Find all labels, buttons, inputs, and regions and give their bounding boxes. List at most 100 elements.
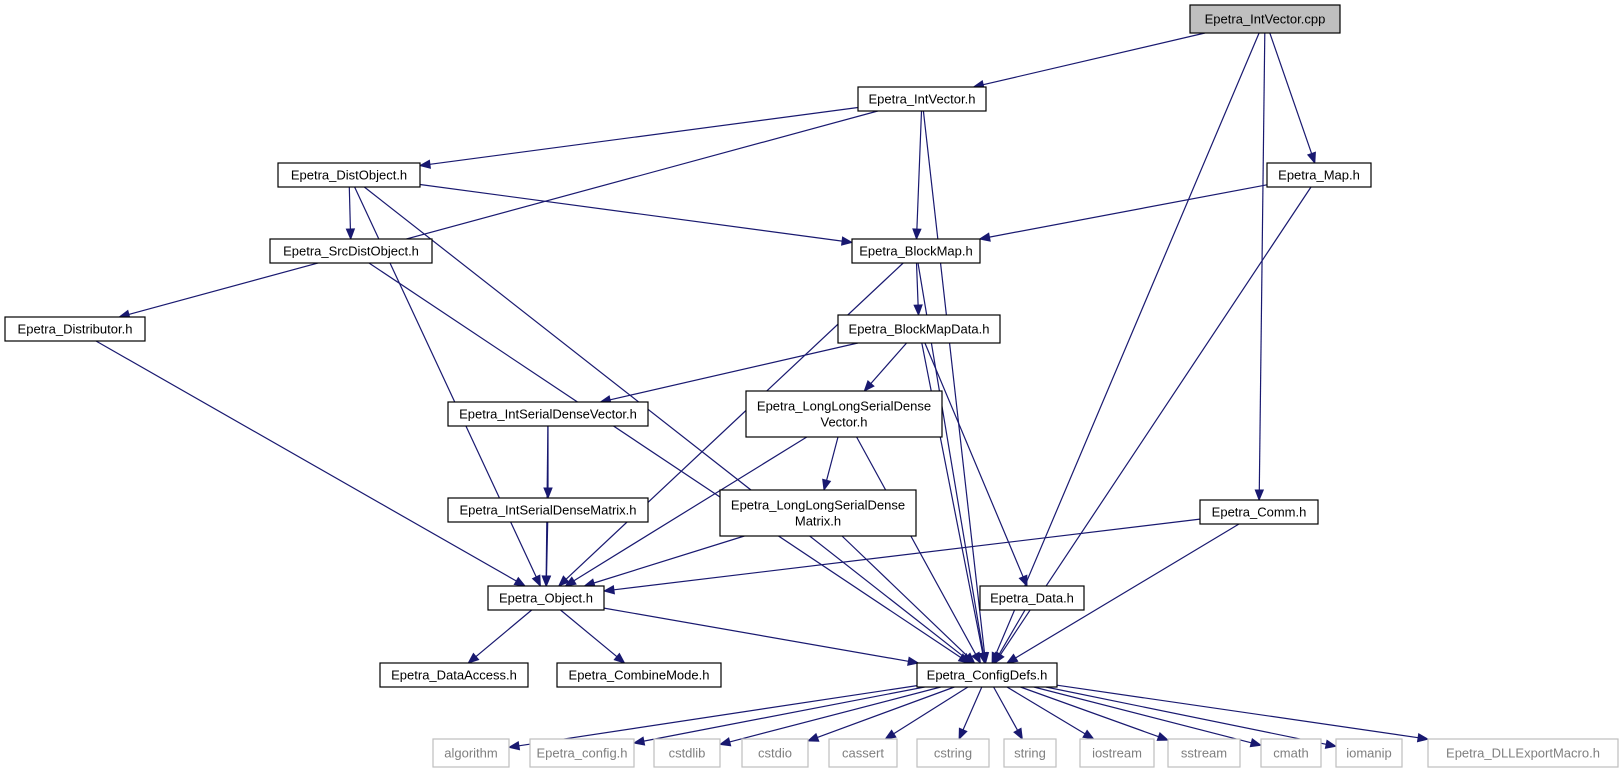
edge-ivh-to-bmap	[912, 110, 923, 241]
edge-line	[993, 686, 1019, 731]
node-cfg[interactable]: Epetra_ConfigDefs.h	[916, 662, 1058, 688]
edge-dist-to-bmap	[419, 183, 854, 246]
node-ivh[interactable]: Epetra_IntVector.h	[857, 86, 987, 112]
node-dist[interactable]: Epetra_DistObject.h	[277, 162, 421, 188]
edge-cfg-to-alg	[507, 685, 918, 751]
edge-line	[989, 184, 1268, 238]
arrowhead	[467, 652, 480, 664]
edge-line	[998, 609, 1026, 655]
node-distr[interactable]: Epetra_Distributor.h	[4, 316, 146, 342]
arrowhead	[543, 487, 553, 500]
node-label: Epetra_BlockMapData.h	[849, 322, 990, 337]
arrowhead	[718, 737, 732, 747]
edge-obj-to-cm	[560, 609, 626, 664]
arrowhead	[1249, 738, 1263, 748]
graph-nodes: Epetra_IntVector.cppEpetra_IntVector.hEp…	[4, 4, 1619, 768]
node-bmap[interactable]: Epetra_BlockMap.h	[851, 238, 981, 264]
edge-line	[475, 609, 533, 658]
node-sstream: sstream	[1167, 738, 1241, 768]
edge-line	[1015, 523, 1240, 659]
arrowhead	[884, 729, 897, 740]
node-label: iostream	[1092, 746, 1142, 761]
edge-line	[128, 110, 878, 315]
node-iomanip: iomanip	[1335, 738, 1403, 768]
edge-llsdv-to-llsdm	[822, 436, 839, 492]
node-label: Epetra_DLLExportMacro.h	[1446, 746, 1600, 761]
node-box	[1079, 738, 1155, 768]
node-box	[1427, 738, 1619, 768]
node-label: Epetra_IntVector.cpp	[1205, 12, 1326, 27]
edge-cfg-to-iostream	[1006, 686, 1095, 740]
edge-cfg-to-cassert	[884, 686, 969, 740]
node-mapH[interactable]: Epetra_Map.h	[1266, 162, 1372, 188]
edge-cfg-to-string	[993, 686, 1023, 741]
arrowhead	[841, 236, 854, 246]
arrowhead	[1324, 739, 1338, 749]
node-data[interactable]: Epetra_Data.h	[979, 585, 1085, 611]
node-box	[851, 238, 981, 264]
edge-line	[560, 609, 618, 658]
node-box	[1167, 738, 1241, 768]
arrowhead	[1254, 489, 1265, 502]
node-cassert: cassert	[828, 738, 898, 768]
node-label: Epetra_Object.h	[499, 591, 593, 606]
arrowhead	[863, 380, 875, 393]
node-comm[interactable]: Epetra_Comm.h	[1199, 499, 1319, 525]
edge-isdm-to-obj	[541, 521, 552, 588]
node-iostream: iostream	[1079, 738, 1155, 768]
edge-cpp-to-comm	[1254, 32, 1266, 502]
node-box	[556, 662, 722, 688]
node-isdv[interactable]: Epetra_IntSerialDenseVector.h	[447, 401, 649, 427]
arrowhead	[557, 575, 570, 587]
node-box	[432, 738, 510, 768]
node-da[interactable]: Epetra_DataAccess.h	[379, 662, 529, 688]
node-obj[interactable]: Epetra_Object.h	[487, 585, 605, 611]
arrowhead	[822, 478, 832, 492]
node-box	[916, 662, 1058, 688]
edge-line	[983, 32, 1206, 86]
node-label: Epetra_DataAccess.h	[391, 668, 517, 683]
edge-llsdv-to-cfg	[856, 436, 982, 665]
edge-cfg-to-cstdlib	[718, 686, 941, 747]
edge-cfg-to-cstring	[958, 686, 983, 741]
edge-line	[573, 436, 808, 582]
edge-bmd-to-data	[924, 342, 1028, 588]
node-box	[857, 86, 987, 112]
node-box	[4, 316, 146, 342]
edge-line	[363, 186, 965, 658]
edge-line	[1045, 686, 1327, 745]
node-cstdio: cstdio	[741, 738, 809, 768]
node-box	[487, 585, 605, 611]
edge-line	[1000, 186, 1312, 656]
node-cstdlib: cstdlib	[653, 738, 721, 768]
node-bmd[interactable]: Epetra_BlockMapData.h	[837, 314, 1001, 344]
arrowhead	[1013, 727, 1023, 741]
arrowhead	[912, 228, 922, 241]
edge-line	[962, 686, 983, 731]
node-box	[653, 738, 721, 768]
node-dll: Epetra_DLLExportMacro.h	[1427, 738, 1619, 768]
node-isdm[interactable]: Epetra_IntSerialDenseMatrix.h	[447, 497, 649, 523]
edge-line	[922, 110, 986, 654]
edge-cpp-to-mapH	[1269, 32, 1316, 165]
edge-llsdm-to-obj	[583, 535, 745, 588]
edge-line	[368, 262, 962, 658]
edge-line	[545, 521, 549, 577]
arrowhead	[531, 574, 541, 588]
node-label: Epetra_ConfigDefs.h	[927, 668, 1048, 683]
node-src[interactable]: Epetra_SrcDistObject.h	[269, 238, 433, 264]
arrowhead	[541, 575, 552, 588]
node-cm[interactable]: Epetra_CombineMode.h	[556, 662, 722, 688]
node-label: Epetra_CombineMode.h	[569, 668, 710, 683]
arrowhead	[418, 159, 431, 169]
arrowhead	[513, 576, 527, 587]
node-cpp: Epetra_IntVector.cpp	[1189, 4, 1341, 34]
node-label: sstream	[1181, 746, 1227, 761]
edge-bmd-to-llsdv	[863, 342, 908, 393]
arrowhead	[907, 656, 920, 666]
node-box	[745, 390, 943, 438]
node-box	[277, 162, 421, 188]
